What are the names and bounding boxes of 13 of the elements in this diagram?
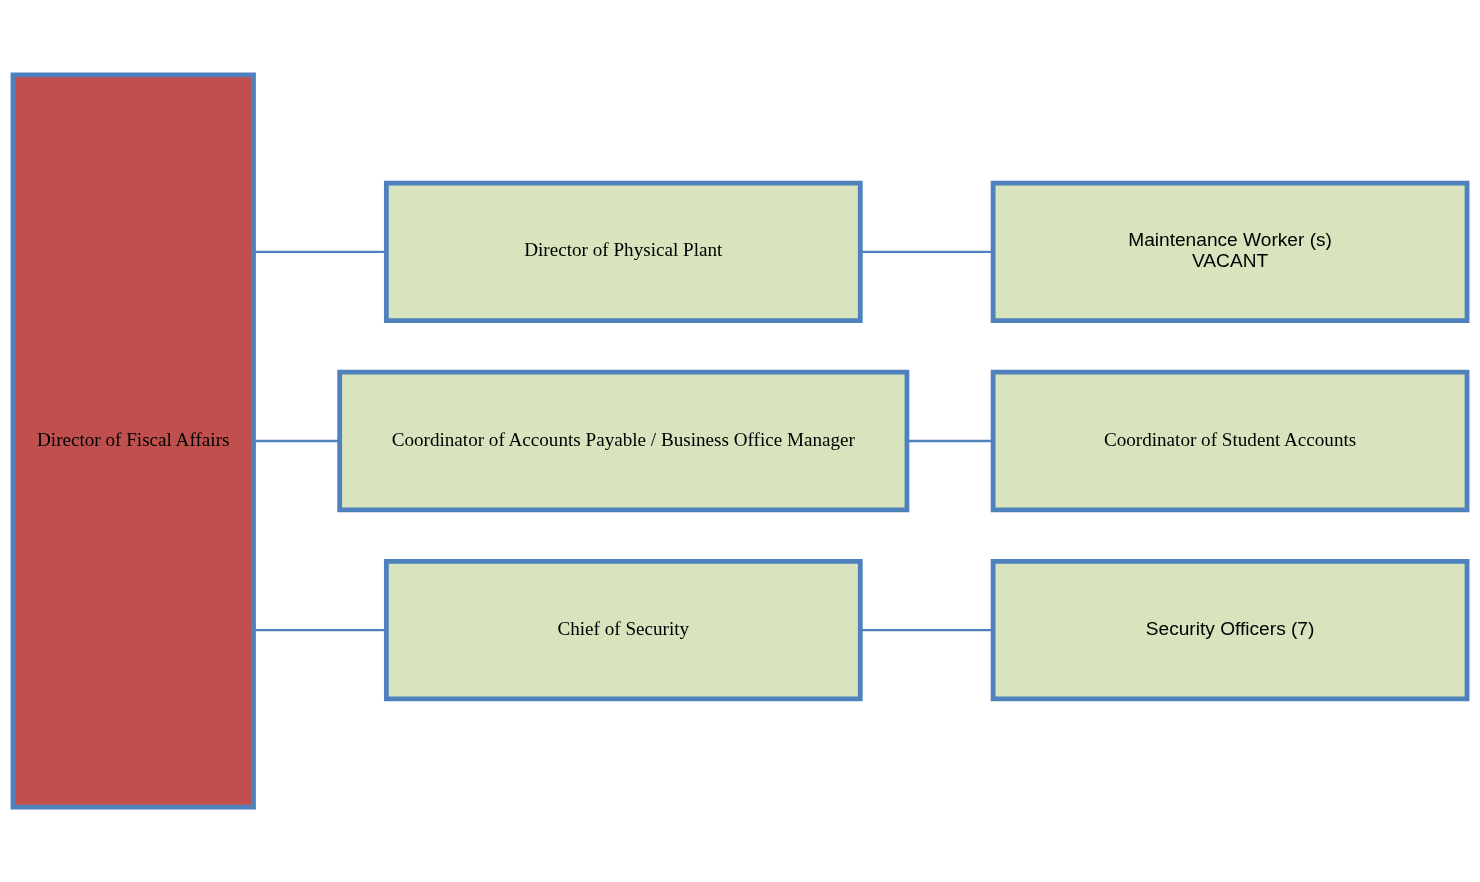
connector xyxy=(907,439,993,443)
connector xyxy=(253,250,387,254)
node-box: Security Officers (7) xyxy=(990,558,1470,702)
connector xyxy=(253,439,340,443)
connector xyxy=(860,250,994,254)
node-box: Director of Physical Plant xyxy=(383,180,863,324)
connector xyxy=(253,628,387,632)
node-box: Chief of Security xyxy=(383,558,863,702)
node-box: Coordinator of Student Accounts xyxy=(990,369,1470,513)
node-box: Coordinator of Accounts Payable / Business Office Manager xyxy=(337,369,910,513)
node-box: Director of Fiscal Affairs xyxy=(10,72,256,810)
connector xyxy=(860,628,994,632)
node-box: Maintenance Worker (s) VACANT xyxy=(990,180,1470,324)
